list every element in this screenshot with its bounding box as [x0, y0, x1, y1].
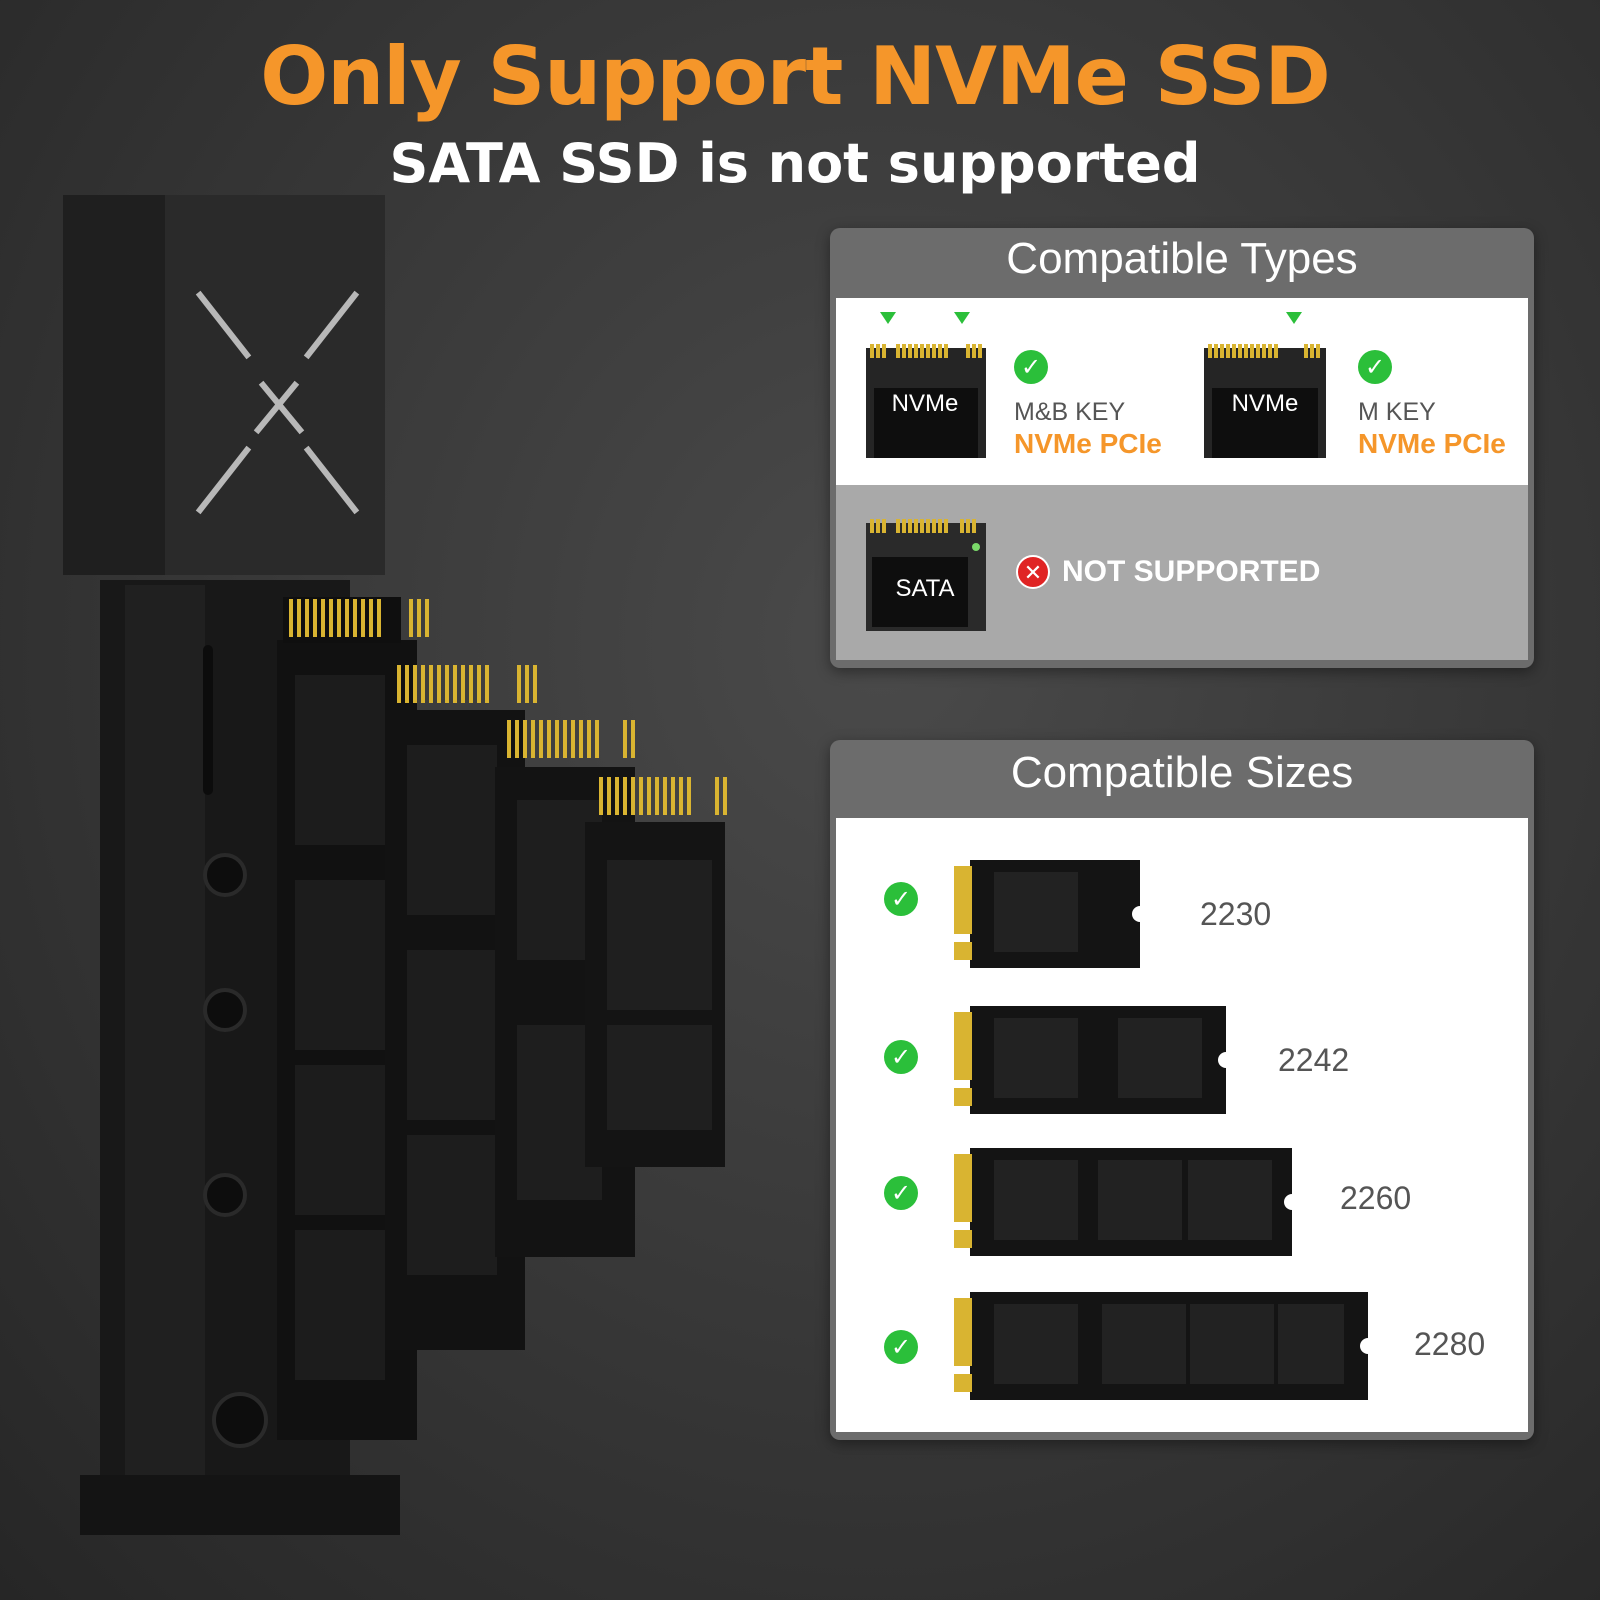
ssd-2242-icon [954, 1006, 1228, 1114]
compatible-types-panel: Compatible Types NVMe ✓ M&B KEY NVMe PCI… [830, 228, 1534, 668]
x-icon: ✕ [1016, 555, 1050, 589]
check-icon: ✓ [1358, 350, 1392, 384]
ssd-2230-icon [954, 860, 1142, 968]
not-supported-label: NOT SUPPORTED [1062, 555, 1321, 588]
ssd-2260-icon [954, 1148, 1294, 1256]
supported-types-row: NVMe ✓ M&B KEY NVMe PCIe NVMe ✓ M KEY NV… [836, 298, 1528, 485]
check-icon: ✓ [884, 882, 918, 916]
subheadline: SATA SSD is not supported [389, 132, 1201, 195]
size-2242-label: 2242 [1278, 1042, 1350, 1078]
unsupported-types-row: SATA ✕ NOT SUPPORTED [836, 485, 1528, 660]
compatible-types-title: Compatible Types [1006, 234, 1358, 283]
size-2230-label: 2230 [1200, 896, 1272, 932]
check-icon: ✓ [884, 1176, 918, 1210]
size-2260-label: 2260 [1340, 1180, 1412, 1216]
check-icon: ✓ [884, 1040, 918, 1074]
ssd-2280-icon [954, 1292, 1372, 1400]
m-key-protocol: NVMe PCIe [1358, 428, 1506, 459]
nvme-m-key-card-icon [1204, 312, 1326, 458]
sata-card-label: SATA [895, 575, 955, 602]
nvme-card-label: NVMe [891, 390, 959, 417]
nvme-card-label: NVMe [1231, 390, 1299, 417]
compatible-sizes-title: Compatible Sizes [1010, 748, 1354, 797]
mb-key-protocol: NVMe PCIe [1014, 428, 1162, 459]
ssd-enclosure-illustration [55, 185, 775, 1545]
sata-card-icon [866, 519, 986, 631]
sizes-list: ✓ 2230 ✓ 2242 ✓ 2260 ✓ [836, 818, 1528, 1432]
m-key-label: M KEY [1358, 398, 1436, 426]
compatible-sizes-panel: Compatible Sizes ✓ 2230 ✓ 2242 ✓ [830, 740, 1534, 1440]
nvme-mb-key-card-icon [866, 312, 986, 458]
check-icon: ✓ [1014, 350, 1048, 384]
mb-key-label: M&B KEY [1014, 398, 1126, 426]
check-icon: ✓ [884, 1330, 918, 1364]
size-2280-label: 2280 [1414, 1326, 1486, 1362]
headline: Only Support NVMe SSD [260, 30, 1331, 123]
